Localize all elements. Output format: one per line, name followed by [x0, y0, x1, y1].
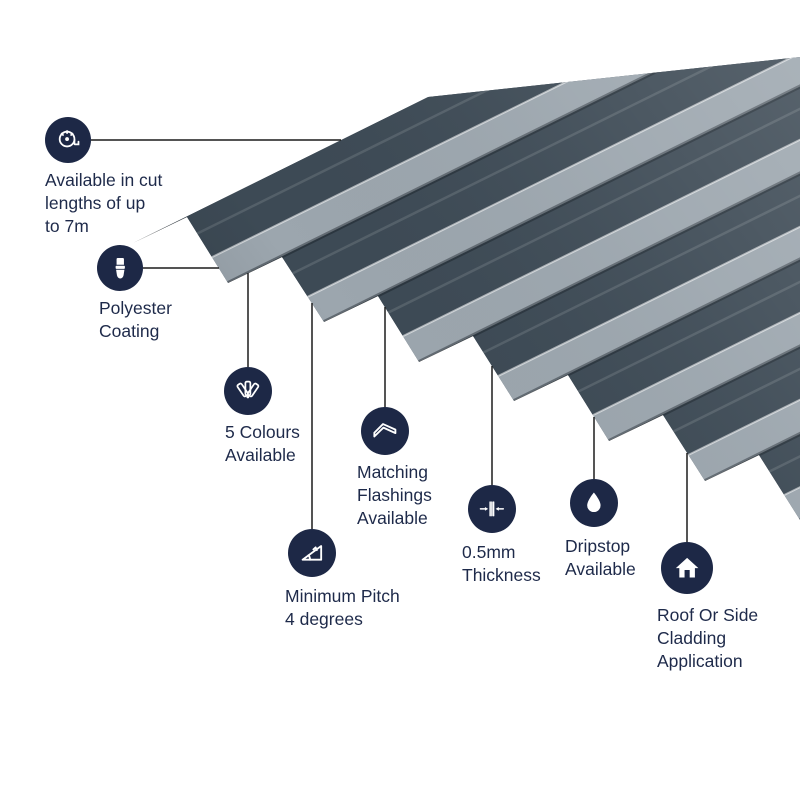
house-icon [661, 542, 713, 594]
water-drop-icon [570, 479, 618, 527]
feature-label: Matching Flashings Available [357, 462, 432, 529]
feature-label: Dripstop Available [565, 536, 636, 580]
callout-lines [91, 139, 688, 542]
flashing-icon [361, 407, 409, 455]
feature-cut-lengths: Available in cut lengths of up to 7m [45, 117, 162, 236]
feature-label: 5 Colours Available [225, 422, 300, 466]
thickness-icon [468, 485, 516, 533]
colour-fan-icon [224, 367, 272, 415]
angle-pitch-icon [288, 529, 336, 577]
feature-five-colours: 5 Colours Available [224, 367, 300, 465]
feature-dripstop: Dripstop Available [565, 479, 636, 579]
feature-polyester-coating: Polyester Coating [97, 245, 172, 341]
feature-label: Minimum Pitch 4 degrees [285, 586, 400, 630]
feature-minimum-pitch: Minimum Pitch 4 degrees [285, 529, 400, 629]
feature-label: Available in cut lengths of up to 7m [45, 170, 163, 237]
tape-measure-icon [45, 117, 91, 163]
feature-thickness: 0.5mm Thickness [462, 485, 541, 585]
paintbrush-icon [97, 245, 143, 291]
feature-label: Polyester Coating [99, 298, 172, 342]
feature-matching-flashings: Matching Flashings Available [357, 407, 432, 528]
feature-cladding-application: Roof Or Side Cladding Application [657, 542, 758, 671]
feature-label: Roof Or Side Cladding Application [657, 605, 759, 672]
feature-label: 0.5mm Thickness [462, 542, 541, 586]
